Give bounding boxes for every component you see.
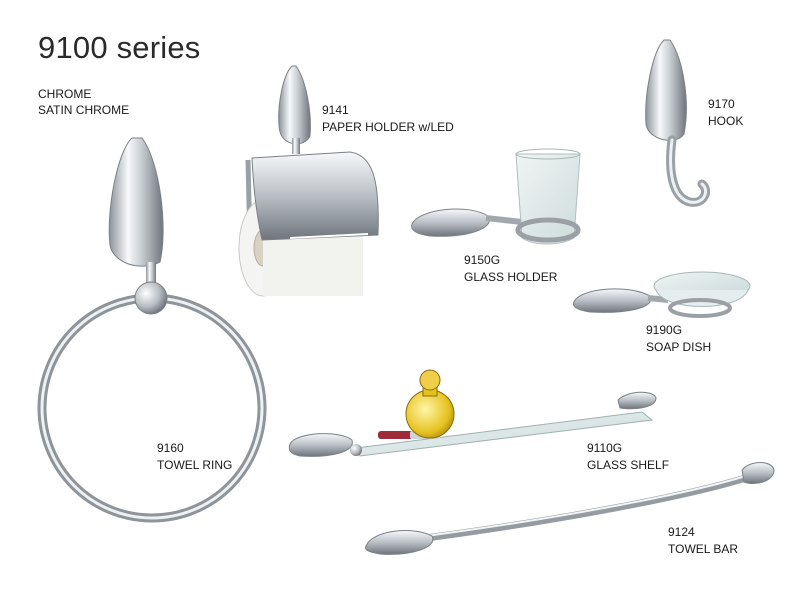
product-code: 9190G bbox=[646, 323, 683, 337]
product-name: SOAP DISH bbox=[646, 340, 712, 354]
product-code: 9110G bbox=[587, 441, 623, 455]
finish-option: CHROME bbox=[38, 87, 92, 101]
product-name: TOWEL RING bbox=[157, 458, 233, 472]
product-name: GLASS SHELF bbox=[587, 458, 670, 472]
finish-list: CHROME SATIN CHROME bbox=[38, 86, 129, 118]
product-label-hook: 9170 HOOK bbox=[708, 96, 743, 130]
finish-option: SATIN CHROME bbox=[38, 103, 130, 117]
paper-holder-illustration bbox=[238, 65, 379, 297]
product-name: HOOK bbox=[708, 114, 744, 128]
product-label-towel-bar: 9124 TOWEL BAR bbox=[668, 524, 738, 558]
product-label-soap-dish: 9190G SOAP DISH bbox=[646, 322, 711, 356]
product-label-glass-holder: 9150G GLASS HOLDER bbox=[464, 252, 557, 286]
towel-ring-illustration bbox=[37, 137, 267, 523]
product-label-glass-shelf: 9110G GLASS SHELF bbox=[587, 440, 669, 474]
page-title: 9100 series bbox=[38, 30, 201, 65]
glass-holder-illustration bbox=[411, 148, 581, 245]
product-label-paper-holder: 9141 PAPER HOLDER w/LED bbox=[322, 102, 454, 136]
product-code: 9170 bbox=[708, 97, 735, 111]
product-code: 9124 bbox=[668, 525, 695, 539]
soap-dish-illustration bbox=[573, 271, 751, 318]
product-code: 9150G bbox=[464, 253, 501, 267]
product-label-towel-ring: 9160 TOWEL RING bbox=[157, 440, 232, 474]
product-code: 9141 bbox=[322, 103, 349, 117]
product-name: TOWEL BAR bbox=[668, 542, 739, 556]
hook-illustration bbox=[645, 39, 710, 207]
product-name: PAPER HOLDER w/LED bbox=[322, 120, 454, 134]
product-name: GLASS HOLDER bbox=[464, 270, 558, 284]
towel-bar-illustration bbox=[365, 462, 775, 555]
glass-shelf-illustration bbox=[288, 369, 657, 457]
product-code: 9160 bbox=[157, 441, 184, 455]
